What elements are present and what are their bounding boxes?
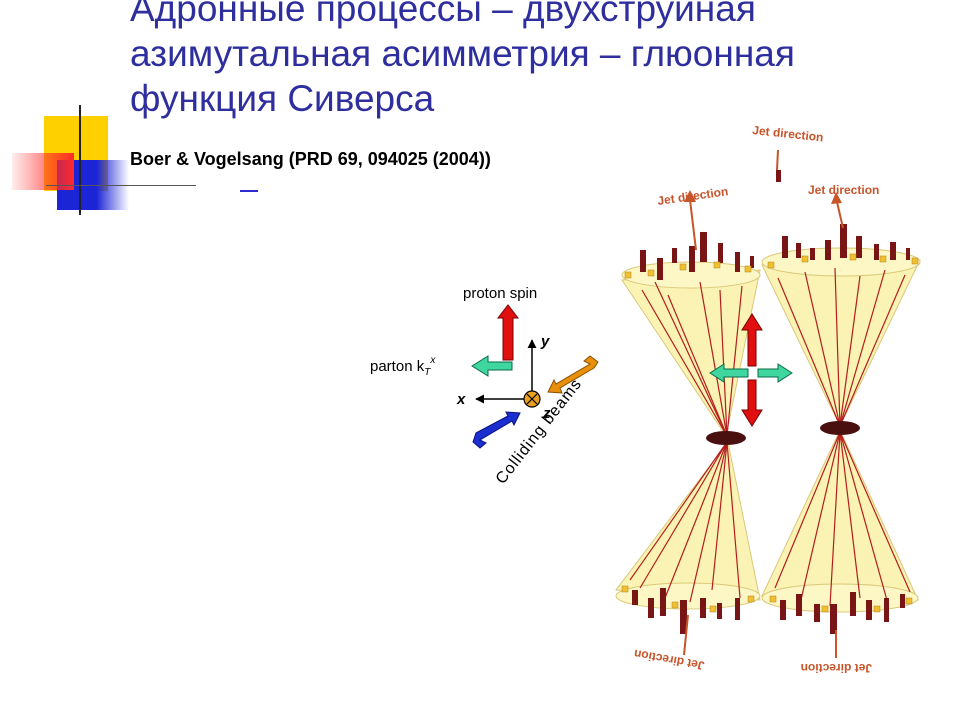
parton-kt-label: parton kTx bbox=[370, 355, 436, 378]
jet-label-right-upper: Jet direction bbox=[808, 183, 879, 197]
left-lower-tracks bbox=[629, 441, 741, 603]
deco-vertical-line bbox=[79, 105, 81, 215]
deco-red-block bbox=[12, 153, 74, 190]
right-lower-towers bbox=[780, 592, 905, 634]
deco-horizontal-line bbox=[46, 185, 196, 186]
left-collision-point bbox=[706, 431, 746, 445]
slide-title: Адронные процессы – двухструйная азимута… bbox=[130, 0, 930, 121]
axis-z-label: z bbox=[542, 405, 551, 422]
beam-orange-arrow bbox=[547, 355, 599, 394]
right-collision-point bbox=[820, 421, 860, 435]
beam-blue-arrow bbox=[472, 411, 521, 449]
axis-x-label: x bbox=[456, 391, 466, 408]
jet-label-left-upper: Jet direction bbox=[656, 184, 729, 208]
title-line-1: Адронные процессы – двухструйная bbox=[130, 0, 756, 29]
jet-label-right-lower: Jet direction bbox=[801, 661, 872, 675]
right-upper-towers bbox=[782, 224, 910, 260]
colliding-beams-label: Colliding beams bbox=[493, 375, 586, 487]
right-lower-cone bbox=[761, 428, 919, 601]
jet-kt-arrow-right bbox=[757, 363, 793, 383]
title-line-3: функция Сиверса bbox=[130, 78, 435, 119]
jet-label-left-lower: Jet direction bbox=[633, 647, 706, 673]
proton-spin-label: proton spin bbox=[463, 285, 537, 302]
deco-small-arrow bbox=[240, 190, 258, 192]
right-upper-cone bbox=[761, 259, 921, 428]
left-upper-towers bbox=[640, 232, 754, 280]
jet-kt-arrow-left bbox=[709, 363, 749, 383]
right-lower-tracks bbox=[774, 431, 911, 607]
left-lower-towers bbox=[632, 588, 740, 634]
axis-y-label: y bbox=[540, 333, 550, 350]
jet-spin-arrow-down bbox=[741, 379, 763, 427]
left-upper-cone bbox=[621, 269, 761, 438]
title-line-2: азимутальная асимметрия – глюонная bbox=[130, 33, 795, 74]
jet-label-top: Jet direction bbox=[752, 123, 824, 144]
right-upper-tracks bbox=[777, 267, 906, 427]
proton-spin-arrow bbox=[496, 304, 520, 361]
right-jet-pair: Jet direction Jet direction bbox=[761, 183, 921, 675]
parton-kt-arrow bbox=[471, 355, 513, 377]
slide-subtitle: Boer & Vogelsang (PRD 69, 094025 (2004)) bbox=[130, 149, 491, 169]
left-upper-tracks bbox=[641, 281, 743, 437]
left-jet-pair: Jet direction Jet direction Jet directio… bbox=[615, 123, 824, 673]
jet-spin-arrow-up bbox=[741, 313, 763, 367]
